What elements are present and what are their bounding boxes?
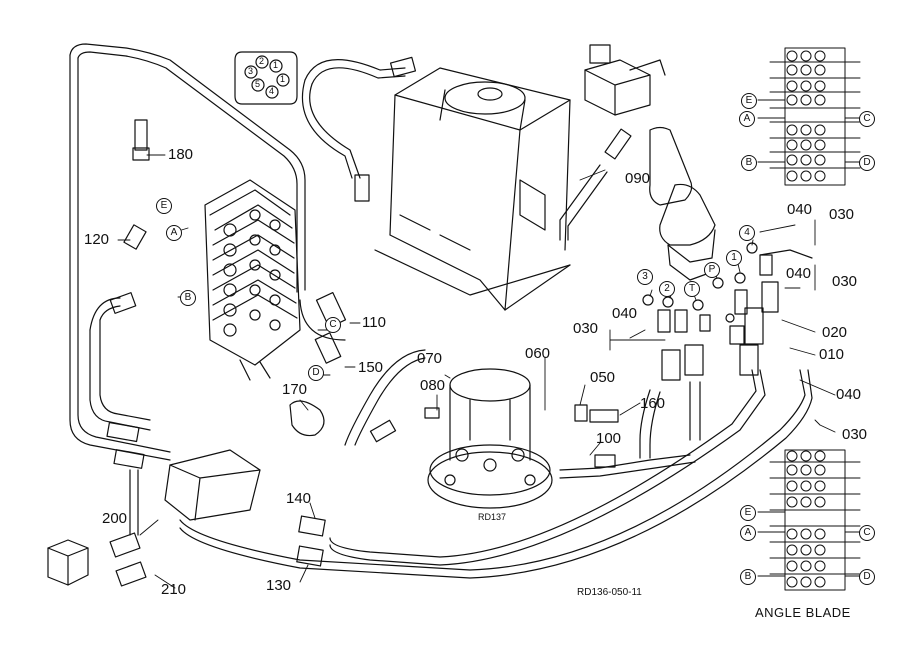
port-number-1b: 1 — [280, 74, 286, 84]
part-label-180: 180 — [168, 146, 194, 163]
part-label-030-a: 030 — [573, 320, 599, 337]
pilot-marker-2: 2 — [659, 281, 675, 297]
port-marker-c: C — [325, 317, 341, 333]
pilot-marker-1: 1 — [726, 250, 742, 266]
part-label-030-d: 030 — [842, 426, 868, 443]
inset-bottom-marker-c: C — [859, 525, 875, 541]
part-label-040-b: 040 — [787, 201, 813, 218]
part-label-110: 110 — [362, 314, 386, 331]
part-label-050: 050 — [590, 369, 616, 386]
inset-top-marker-c: C — [859, 111, 875, 127]
part-label-040-d: 040 — [836, 386, 862, 403]
part-label-070: 070 — [417, 350, 443, 367]
inset-circuit-bottom — [757, 449, 861, 591]
swivel-joint — [427, 368, 553, 509]
part-label-010: 010 — [819, 346, 845, 363]
part-label-120: 120 — [84, 231, 110, 248]
hose-fittings — [106, 56, 779, 587]
angle-blade-valve — [47, 449, 261, 586]
port-number-3: 3 — [248, 66, 254, 76]
pilot-valve-joystick — [649, 126, 716, 281]
casting-stamp: RD137 — [478, 512, 507, 522]
part-label-060: 060 — [525, 345, 551, 362]
part-label-140: 140 — [286, 490, 312, 507]
leader-lines — [117, 154, 836, 589]
pilot-marker-t: T — [684, 281, 700, 297]
inset-top-marker-e: E — [741, 93, 757, 109]
drawing-code: RD136-050-11 — [577, 587, 642, 598]
port-numbering-diagram — [234, 51, 298, 105]
port-marker-e: E — [156, 198, 172, 214]
hose-routing — [69, 43, 813, 579]
control-valve-block — [204, 179, 301, 381]
port-number-1: 1 — [273, 60, 279, 70]
pilot-marker-p: P — [704, 262, 720, 278]
port-marker-a: A — [166, 225, 182, 241]
port-marker-b: B — [180, 290, 196, 306]
part-label-200: 200 — [102, 510, 128, 527]
inset-bottom-marker-b: B — [740, 569, 756, 585]
part-label-170: 170 — [282, 381, 308, 398]
part-label-100: 100 — [596, 430, 622, 447]
solenoid-valve — [584, 44, 666, 116]
inset-caption: ANGLE BLADE — [755, 605, 851, 620]
inset-bottom-marker-d: D — [859, 569, 875, 585]
inset-circuit-top — [757, 47, 861, 186]
part-label-130: 130 — [266, 577, 292, 594]
part-label-040-a: 040 — [612, 305, 638, 322]
port-marker-d: D — [308, 365, 324, 381]
inset-top-marker-a: A — [739, 111, 755, 127]
inset-top-marker-b: B — [741, 155, 757, 171]
port-number-5: 5 — [255, 79, 261, 89]
part-label-030-b: 030 — [829, 206, 855, 223]
inset-bottom-marker-e: E — [740, 505, 756, 521]
part-label-150: 150 — [358, 359, 384, 376]
pilot-marker-4: 4 — [739, 225, 755, 241]
part-label-090: 090 — [625, 170, 651, 187]
part-label-210: 210 — [161, 581, 187, 598]
port-number-4: 4 — [269, 86, 275, 96]
hydraulic-tank — [374, 67, 571, 311]
part-label-040-c: 040 — [786, 265, 812, 282]
part-label-020: 020 — [822, 324, 848, 341]
port-number-2: 2 — [259, 56, 265, 66]
part-label-030-c: 030 — [832, 273, 858, 290]
inset-bottom-marker-a: A — [740, 525, 756, 541]
inset-top-marker-d: D — [859, 155, 875, 171]
part-label-080: 080 — [420, 377, 446, 394]
part-label-160: 160 — [640, 395, 666, 412]
pilot-marker-3: 3 — [637, 269, 653, 285]
